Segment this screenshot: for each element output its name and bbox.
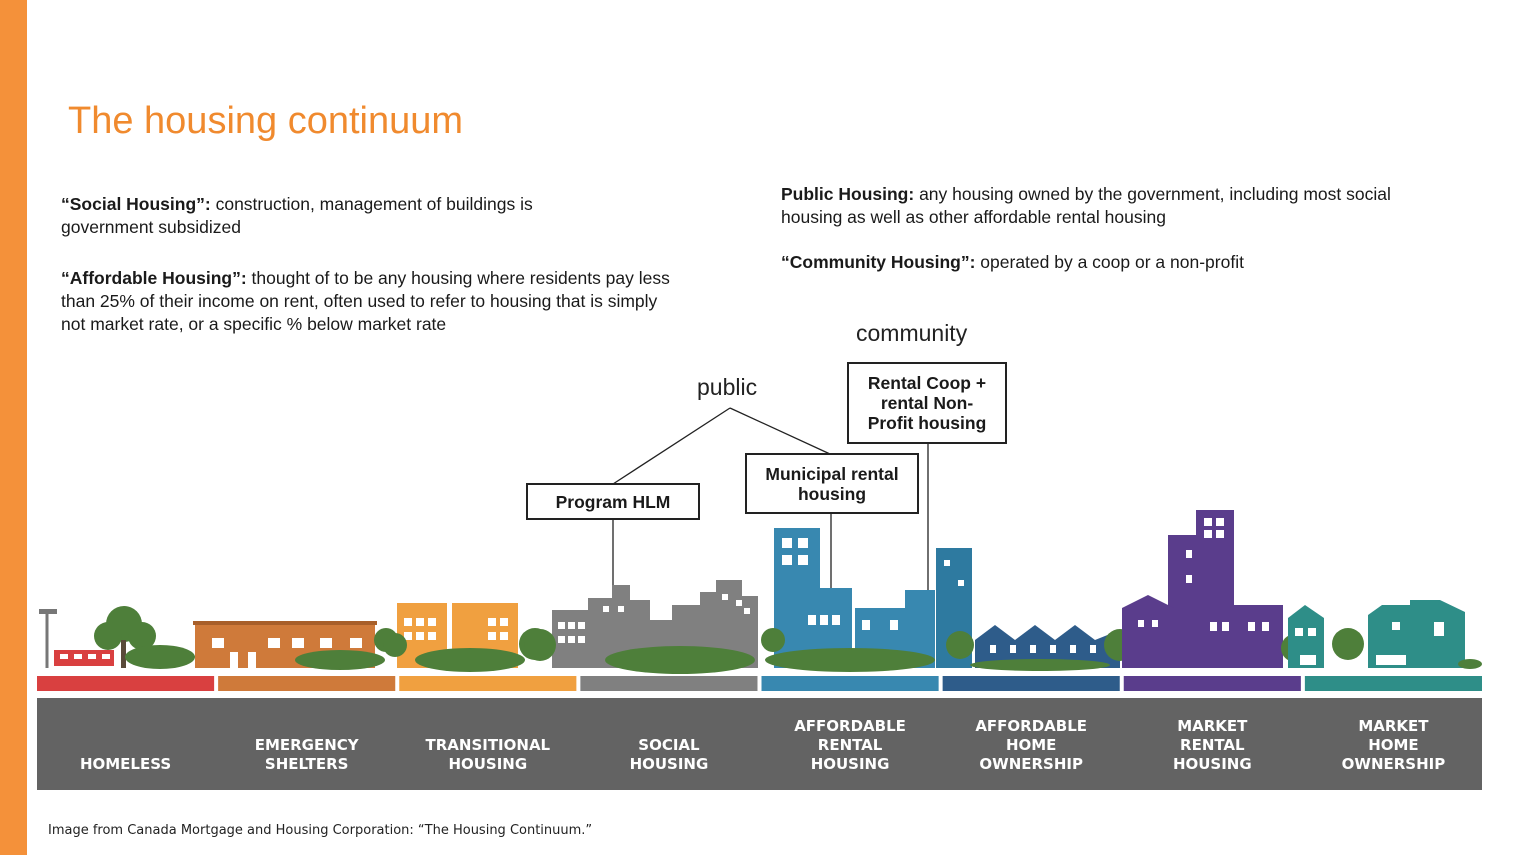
market-rental-buildings	[1122, 510, 1309, 668]
continuum-category-line: MARKET	[1358, 717, 1429, 735]
continuum-stripe	[1304, 676, 1482, 691]
callout-municipal-rental-housing: Municipal rental housing	[745, 453, 919, 514]
continuum-stripe	[37, 676, 215, 691]
continuum-category-line: SOCIAL	[638, 736, 700, 754]
continuum-category-line: AFFORDABLE	[794, 717, 906, 735]
definition-public-housing: Public Housing: any housing owned by the…	[781, 183, 1421, 229]
accent-bar	[0, 0, 27, 855]
continuum-category-line: RENTAL	[1180, 736, 1245, 754]
homeless-scene	[39, 606, 195, 669]
definition-affordable-housing: “Affordable Housing”: thought of to be a…	[61, 267, 681, 336]
continuum-category-line: SHELTERS	[265, 755, 349, 773]
continuum-stripe	[580, 676, 758, 691]
transitional-buildings	[383, 603, 551, 672]
continuum-category-line: TRANSITIONAL	[426, 736, 551, 754]
continuum-stripe	[218, 676, 396, 691]
social-housing-buildings	[524, 580, 758, 674]
page-title: The housing continuum	[68, 100, 464, 142]
continuum-stripe	[399, 676, 577, 691]
definition-term: “Social Housing”:	[61, 194, 211, 214]
callout-program-hlm: Program HLM	[526, 483, 700, 520]
definition-text: operated by a coop or a non-profit	[975, 252, 1244, 272]
continuum-category-line: HOUSING	[448, 755, 527, 773]
image-source-note: Image from Canada Mortgage and Housing C…	[48, 823, 593, 838]
continuum-stripe	[761, 676, 939, 691]
definition-term: “Community Housing”:	[781, 252, 976, 272]
continuum-category-line: MARKET	[1177, 717, 1248, 735]
continuum-label-band	[37, 698, 1482, 790]
callout-rental-coop-non-profit: Rental Coop + rental Non-Profit housing	[847, 362, 1007, 444]
definition-community-housing: “Community Housing”: operated by a coop …	[781, 251, 1421, 274]
continuum-category-line: HOUSING	[630, 755, 709, 773]
continuum-category-line: HOMELESS	[80, 755, 171, 773]
continuum-category-line: OWNERSHIP	[979, 755, 1083, 773]
definition-text: thought of to be any housing where resid…	[61, 268, 670, 334]
affordable-ownership-buildings	[946, 625, 1136, 671]
continuum-category-line: OWNERSHIP	[1342, 755, 1446, 773]
continuum-category-line: HOUSING	[811, 755, 890, 773]
affordable-rental-buildings	[761, 528, 972, 672]
definition-text: any housing owned by the government, inc…	[781, 184, 1391, 227]
emergency-shelter-buildings	[193, 621, 398, 670]
group-label-public: public	[697, 374, 758, 400]
continuum-stripe	[942, 676, 1120, 691]
definition-term: Public Housing:	[781, 184, 915, 204]
connector-lines	[612, 407, 929, 590]
continuum-category-line: RENTAL	[818, 736, 883, 754]
definition-text: construction, management of buildings is…	[61, 194, 533, 237]
market-ownership-buildings	[1288, 600, 1482, 669]
continuum-stripe	[1123, 676, 1301, 691]
definition-term: “Affordable Housing”:	[61, 268, 247, 288]
group-label-community: community	[856, 320, 968, 346]
continuum-category-line: AFFORDABLE	[975, 717, 1087, 735]
continuum-category-label: HOMELESS	[80, 755, 171, 773]
continuum-color-stripes	[37, 676, 1482, 691]
continuum-category-line: HOME	[1006, 736, 1056, 754]
continuum-category-line: EMERGENCY	[255, 736, 360, 754]
continuum-category-line: HOUSING	[1173, 755, 1252, 773]
definition-social-housing: “Social Housing”: construction, manageme…	[61, 193, 621, 239]
continuum-category-line: HOME	[1368, 736, 1418, 754]
